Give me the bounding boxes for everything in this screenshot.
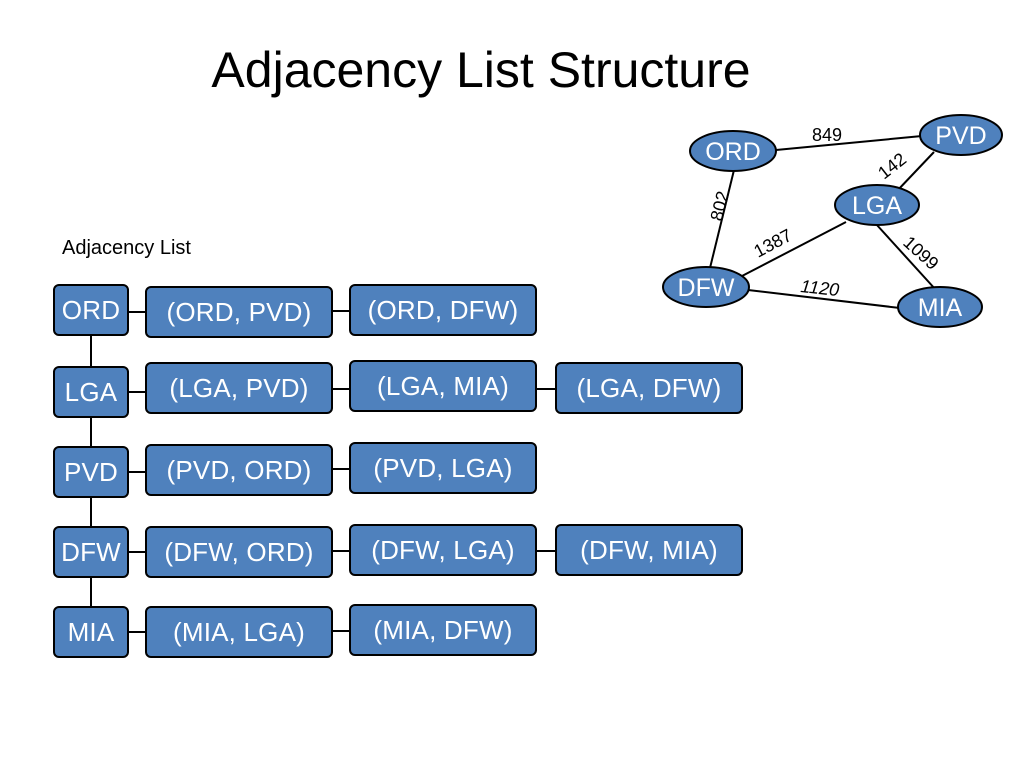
slide-title: Adjacency List Structure [211, 42, 751, 98]
graph-node-pvd: PVD [919, 114, 1003, 156]
graph-node-mia: MIA [897, 286, 983, 328]
edge-weight-ord-pvd: 849 [812, 125, 842, 145]
edge-connector [333, 630, 349, 632]
graph-node-ord: ORD [689, 130, 777, 172]
edge-connector [129, 311, 145, 313]
graph-node-lga: LGA [834, 184, 920, 226]
edge-box: (MIA, DFW) [349, 604, 537, 656]
edge-weight-dfw-mia: 1120 [800, 276, 841, 300]
edge-weight-dfw-lga: 1387 [750, 225, 795, 261]
edge-box: (ORD, PVD) [145, 286, 333, 338]
edge-connector [537, 550, 555, 552]
edge-box: (PVD, LGA) [349, 442, 537, 494]
edge-connector [333, 550, 349, 552]
edge-connector [129, 471, 145, 473]
edge-connector [333, 310, 349, 312]
edge-weight-pvd-lga: 142 [874, 149, 910, 183]
vertex-box-pvd: PVD [53, 446, 129, 498]
vertex-connector [90, 496, 92, 526]
graph-edge-ord-pvd [775, 135, 923, 151]
edge-box: (PVD, ORD) [145, 444, 333, 496]
graph-node-label: PVD [935, 122, 986, 150]
edge-box: (LGA, DFW) [555, 362, 743, 414]
edge-connector [537, 388, 555, 390]
edge-box: (DFW, LGA) [349, 524, 537, 576]
edge-box: (LGA, PVD) [145, 362, 333, 414]
vertex-connector [90, 414, 92, 446]
graph-edge-ord-dfw [709, 169, 735, 269]
edge-box: (DFW, MIA) [555, 524, 743, 576]
vertex-box-lga: LGA [53, 366, 129, 418]
edge-box: (DFW, ORD) [145, 526, 333, 578]
edge-weight-lga-mia: 1099 [899, 232, 942, 274]
edge-connector [333, 468, 349, 470]
edge-box: (LGA, MIA) [349, 360, 537, 412]
edge-connector [333, 388, 349, 390]
graph-node-label: LGA [852, 192, 902, 220]
graph-node-label: ORD [705, 138, 761, 166]
edge-connector [129, 631, 145, 633]
vertex-box-dfw: DFW [53, 526, 129, 578]
vertex-box-ord: ORD [53, 284, 129, 336]
graph-node-label: MIA [918, 294, 963, 322]
vertex-box-mia: MIA [53, 606, 129, 658]
graph-edge-dfw-lga [741, 221, 847, 277]
vertex-connector [90, 576, 92, 606]
graph-edge-dfw-mia [747, 289, 901, 309]
graph-node-label: DFW [678, 274, 735, 302]
edge-weight-ord-dfw: 802 [706, 189, 733, 223]
vertex-connector [90, 334, 92, 366]
edge-box: (ORD, DFW) [349, 284, 537, 336]
edge-box: (MIA, LGA) [145, 606, 333, 658]
edge-connector [129, 391, 145, 393]
graph-edge-lga-mia [875, 223, 937, 291]
edge-connector [129, 551, 145, 553]
adjacency-list-label: Adjacency List [62, 237, 191, 259]
graph-node-dfw: DFW [662, 266, 750, 308]
graph-edge-pvd-lga [895, 151, 935, 193]
